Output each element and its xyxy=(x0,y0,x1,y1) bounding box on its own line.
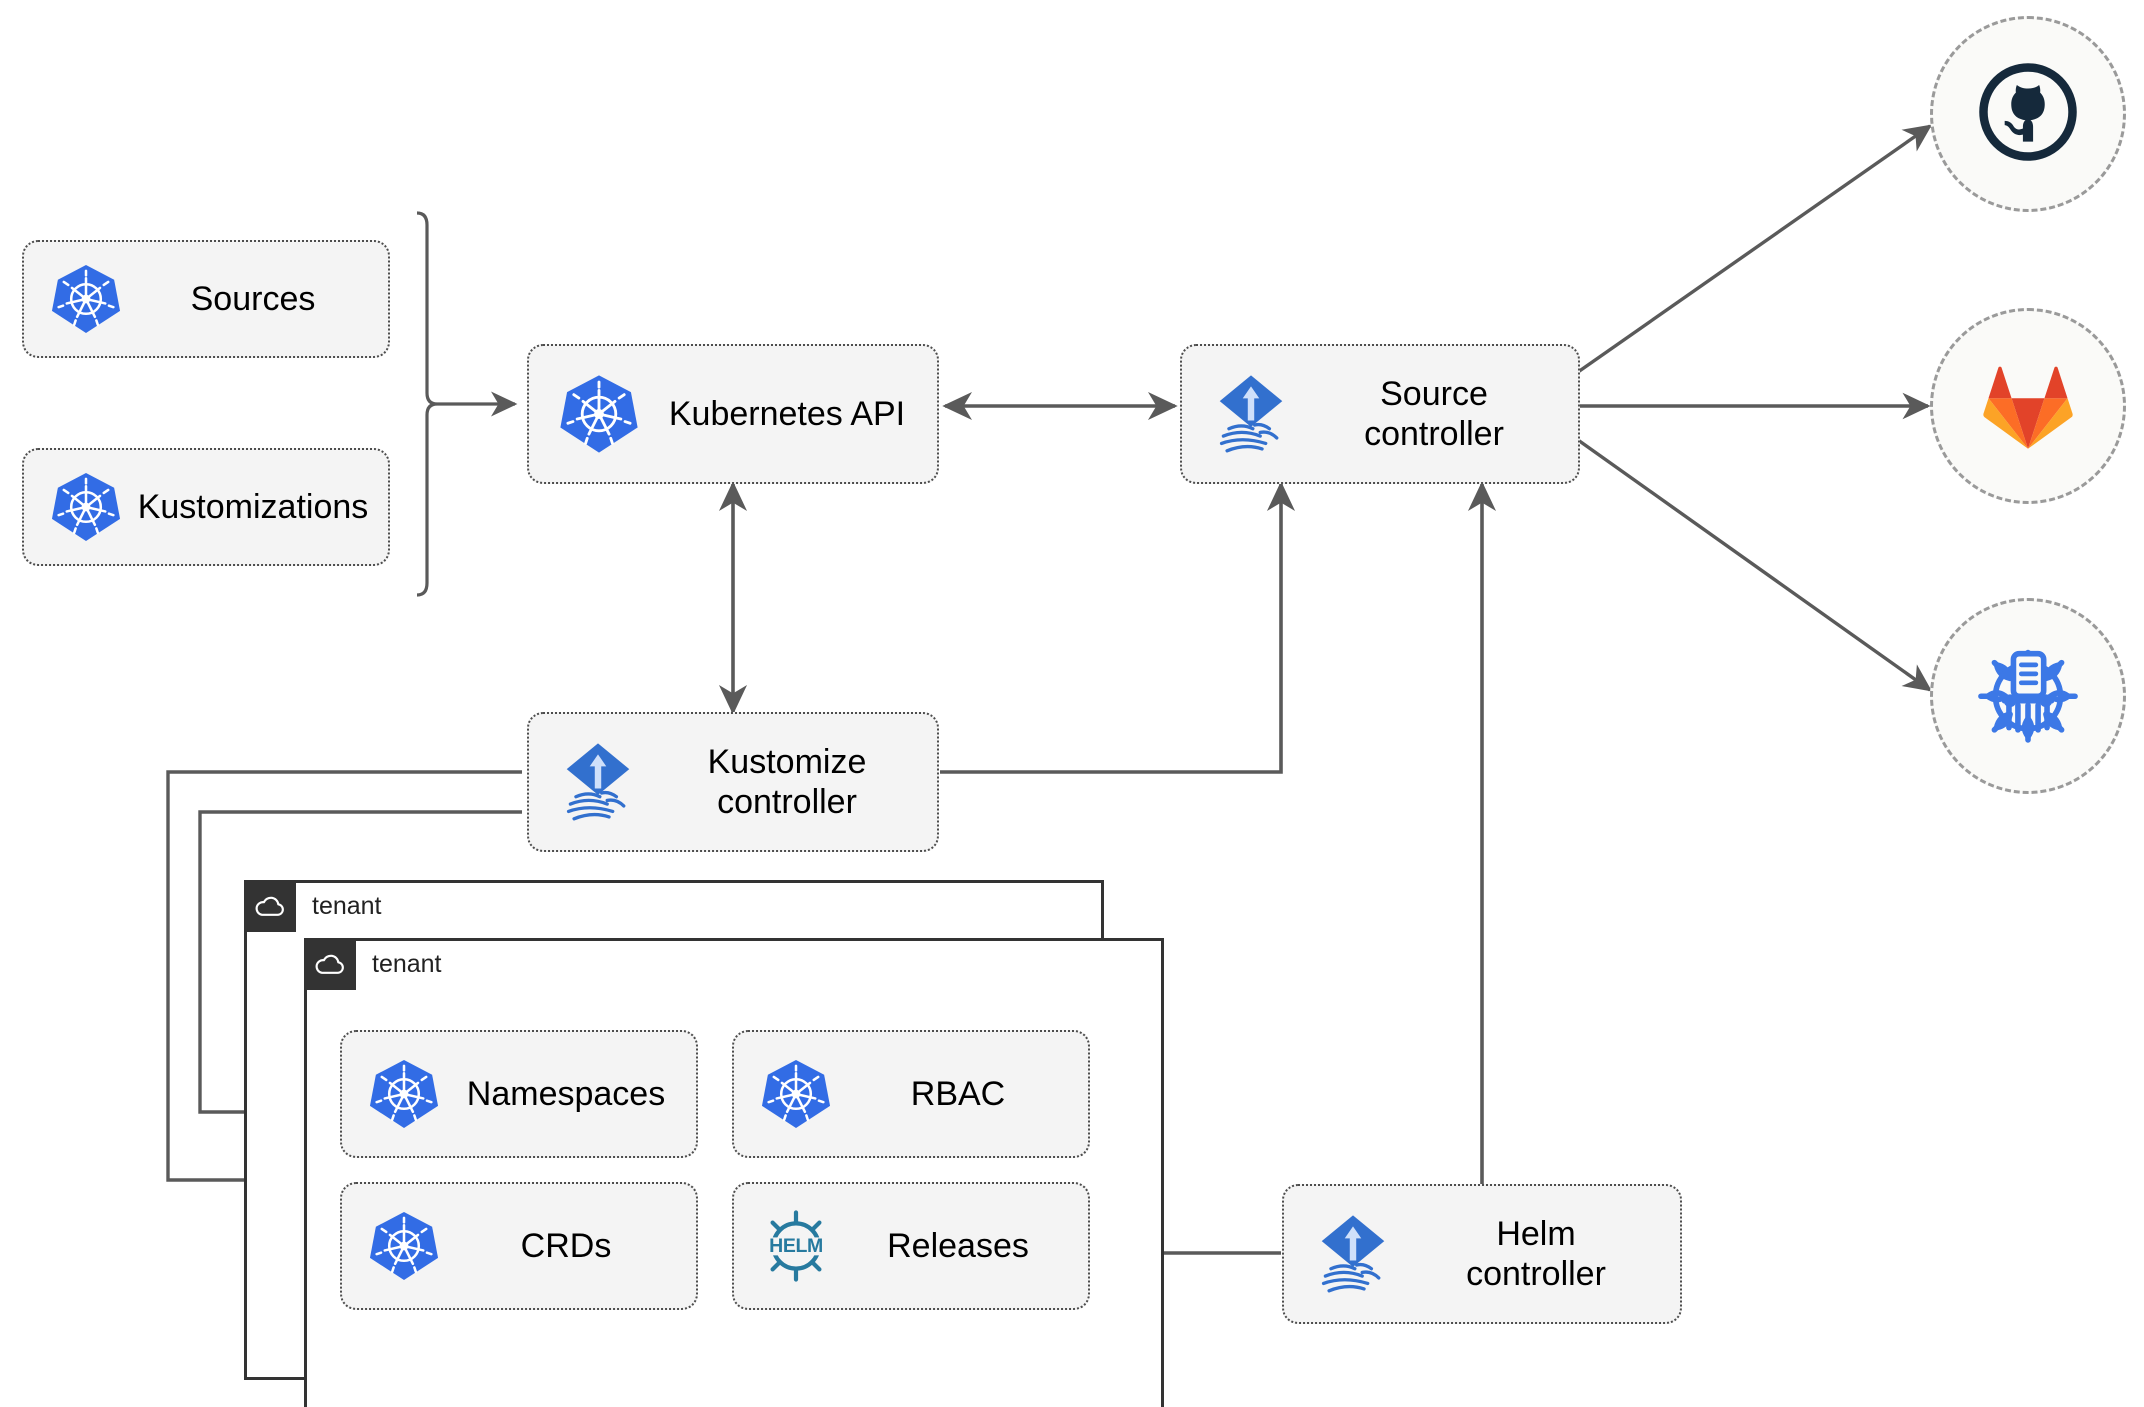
node-kustomize-controller[interactable]: Kustomize controller xyxy=(527,712,939,852)
kubernetes-icon xyxy=(750,1048,842,1140)
tenant-label-outer: tenant xyxy=(312,891,382,920)
cloud-icon xyxy=(304,938,356,990)
cloud-icon xyxy=(244,880,296,932)
brace-connector xyxy=(416,211,518,597)
node-label: Sources xyxy=(190,279,316,318)
node-sources[interactable]: Sources xyxy=(22,240,390,358)
endpoint-helm-registry[interactable] xyxy=(1930,598,2126,794)
node-kubernetes-api[interactable]: Kubernetes API xyxy=(527,344,939,484)
helm-icon: HELM xyxy=(750,1200,842,1292)
tenant-tab-inner: tenant xyxy=(304,938,442,990)
flux-icon xyxy=(545,729,651,835)
node-label: Kubernetes API xyxy=(668,394,906,433)
node-helm-controller[interactable]: Helm controller xyxy=(1282,1184,1682,1324)
flux-icon xyxy=(1198,361,1304,467)
node-kustomizations[interactable]: Kustomizations xyxy=(22,448,390,566)
tenant-container-inner[interactable]: tenant xyxy=(304,938,1164,1407)
edge-kustomize-source xyxy=(940,481,1296,774)
node-label: RBAC xyxy=(910,1074,1006,1113)
node-source-controller[interactable]: Source controller xyxy=(1180,344,1580,484)
node-label: Releases xyxy=(887,1226,1029,1265)
node-label: Helm controller xyxy=(1466,1214,1606,1293)
kubernetes-icon xyxy=(40,253,132,345)
node-label: CRDs xyxy=(520,1226,612,1265)
github-icon xyxy=(1975,59,2081,170)
node-label: Namespaces xyxy=(466,1074,666,1113)
kubernetes-icon xyxy=(358,1048,450,1140)
tenant-label-inner: tenant xyxy=(372,949,442,978)
node-label: Kustomizations xyxy=(137,487,369,526)
gitlab-icon xyxy=(1976,355,2080,458)
node-label: Source controller xyxy=(1364,374,1504,453)
helm-registry-icon xyxy=(1972,638,2084,755)
endpoint-github[interactable] xyxy=(1930,16,2126,212)
node-releases[interactable]: HELM Releases xyxy=(732,1182,1090,1310)
edge-source-github xyxy=(1577,124,1933,374)
kubernetes-icon xyxy=(547,362,651,466)
node-label: Kustomize controller xyxy=(707,742,867,821)
node-namespaces[interactable]: Namespaces xyxy=(340,1030,698,1158)
flux-icon xyxy=(1300,1201,1406,1307)
edge-source-registry xyxy=(1577,438,1933,692)
node-rbac[interactable]: RBAC xyxy=(732,1030,1090,1158)
svg-text:HELM: HELM xyxy=(769,1235,823,1257)
node-crds[interactable]: CRDs xyxy=(340,1182,698,1310)
kubernetes-icon xyxy=(358,1200,450,1292)
endpoint-gitlab[interactable] xyxy=(1930,308,2126,504)
kubernetes-icon xyxy=(40,461,132,553)
tenant-tab-outer: tenant xyxy=(244,880,382,932)
